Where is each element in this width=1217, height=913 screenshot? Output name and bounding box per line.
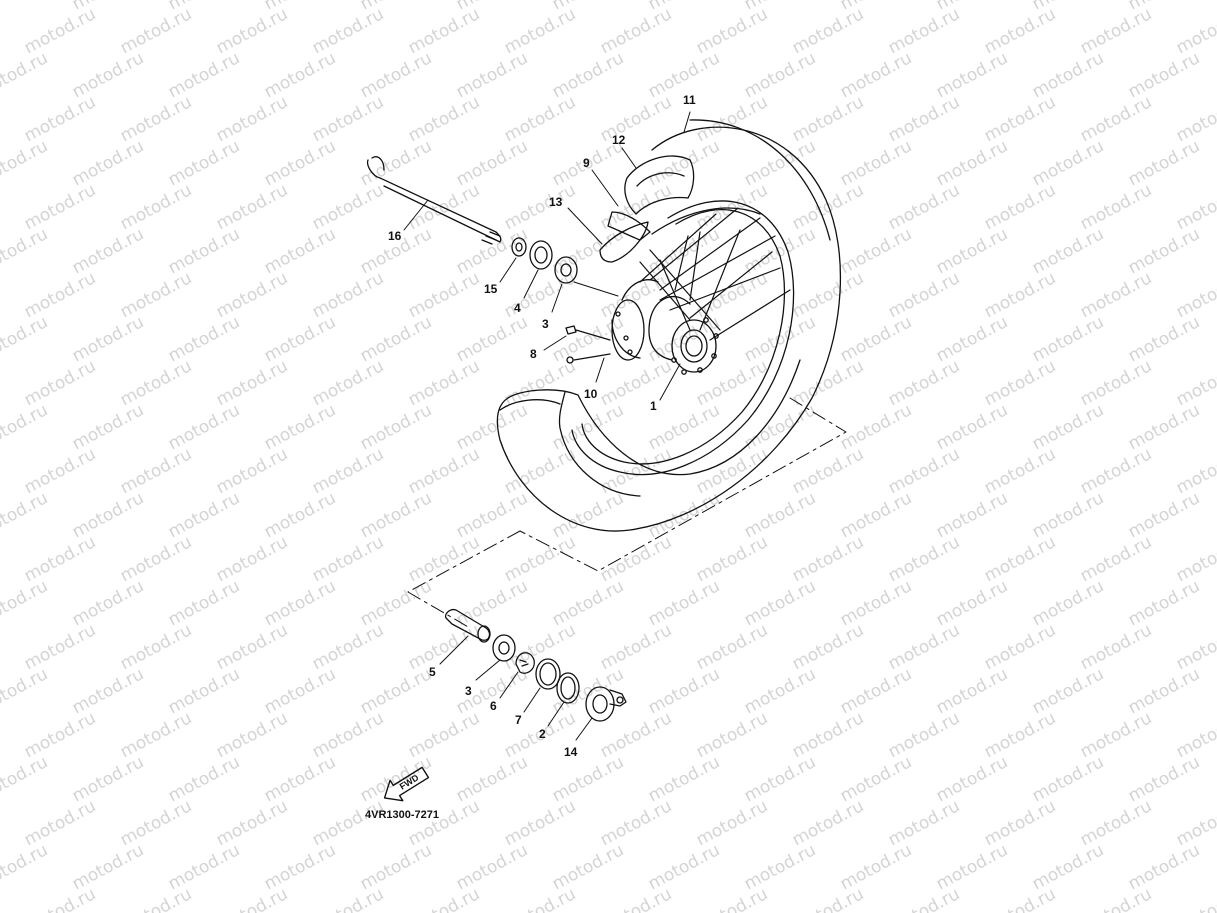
callout-7: 7 (515, 713, 522, 727)
callout-6: 6 (490, 699, 497, 713)
meter-gear (535, 658, 561, 690)
callout-14: 14 (564, 745, 578, 759)
meter-clutch (556, 672, 580, 704)
callout-3b: 3 (465, 684, 472, 698)
callout-15: 15 (484, 282, 498, 296)
callout-11: 11 (683, 93, 696, 107)
callout-8: 8 (530, 347, 537, 361)
callout-10: 10 (584, 387, 598, 401)
meter-gear-unit (585, 686, 627, 722)
collar (444, 608, 491, 643)
hub (611, 279, 719, 375)
callout-16: 16 (388, 229, 402, 243)
retainer-clip (515, 652, 535, 674)
alignment-frame (407, 397, 847, 629)
callout-1: 1 (650, 399, 657, 413)
leader-lines (403, 111, 691, 741)
spokes (639, 207, 791, 341)
callout-3a: 3 (542, 317, 549, 331)
callout-9: 9 (583, 156, 590, 170)
callout-12: 12 (612, 133, 626, 147)
lower-bearing (492, 634, 516, 662)
callout-2: 2 (539, 727, 546, 741)
tire (496, 119, 842, 532)
axle (366, 156, 502, 245)
callout-5: 5 (429, 665, 436, 679)
rim (571, 200, 795, 476)
disc-bolts (565, 325, 611, 364)
callouts: 11 12 9 13 16 15 4 3 8 10 1 5 3 6 7 2 14… (365, 93, 696, 821)
diagram-code: 4VR1300-7271 (365, 809, 439, 821)
callout-4: 4 (514, 301, 521, 315)
tube-and-flap (599, 155, 695, 263)
callout-13: 13 (549, 195, 563, 209)
upper-bearings (511, 237, 578, 284)
fwd-arrow (383, 766, 430, 802)
